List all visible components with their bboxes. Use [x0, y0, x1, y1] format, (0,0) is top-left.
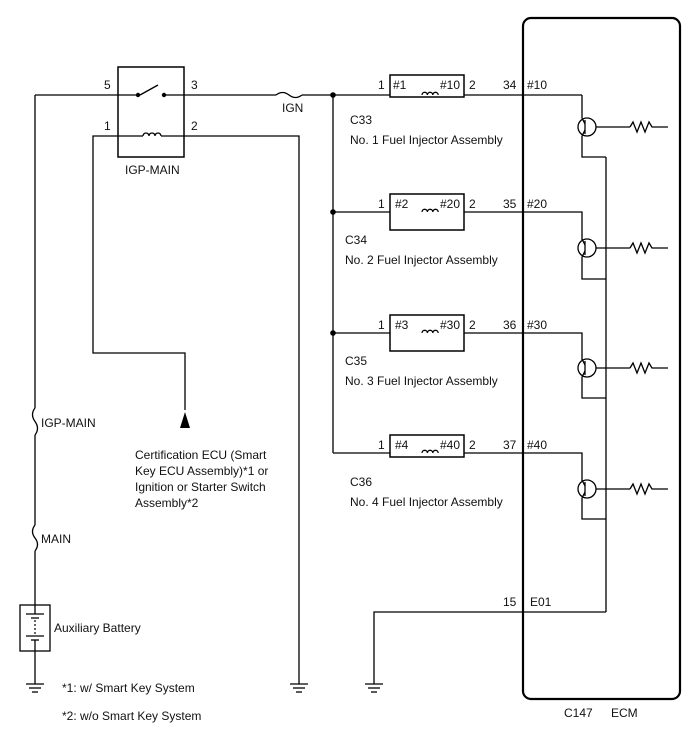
relay-coil-icon: [118, 132, 184, 137]
injector-2-tag-right: #20: [440, 197, 460, 211]
ecm-driver-transistor-2: [577, 238, 668, 280]
injector-1-ecu-terminal: #10: [527, 78, 547, 92]
injector-2-pin-out: 2: [469, 197, 476, 211]
injector-2-connector: C34: [345, 233, 367, 247]
battery-label: Auxiliary Battery: [54, 621, 141, 635]
main-fuse: [31, 524, 39, 552]
injector-3-name: No. 3 Fuel Injector Assembly: [345, 374, 498, 388]
relay-pin-3: 3: [191, 78, 198, 92]
injector-2: [333, 193, 583, 240]
igp-main-relay: [117, 66, 185, 158]
relay-pin-5: 5: [104, 78, 111, 92]
ecm-driver-transistor-3: [577, 358, 668, 399]
injector-2-ecu-terminal: #20: [527, 197, 547, 211]
relay-label: IGP-MAIN: [125, 163, 180, 177]
ign-wire: [184, 91, 390, 453]
injector-1-pin-out: 2: [469, 78, 476, 92]
ecm-ground-pin: 15: [503, 595, 517, 609]
footnote-1: *1: w/ Smart Key System: [62, 681, 195, 695]
injector-2-name: No. 2 Fuel Injector Assembly: [345, 253, 498, 267]
battery-symbol: [19, 604, 51, 652]
injector-2-pin-in: 1: [378, 197, 385, 211]
injector-2-tag-left: #2: [395, 197, 409, 211]
injector-4-ecu-terminal: #40: [527, 438, 547, 452]
injector-1-name: No. 1 Fuel Injector Assembly: [350, 133, 503, 147]
ecm-connector: C147: [564, 706, 593, 720]
injector-1-tag-left: #1: [393, 78, 407, 92]
ecm-driver-transistor-1: [577, 117, 668, 158]
svg-text:Certification ECU (Smart: Certification ECU (Smart: [135, 448, 267, 462]
injector-1-ecu-pin: 34: [503, 78, 517, 92]
injector-3-tag-right: #30: [440, 318, 460, 332]
svg-text:Ignition or Starter Switch: Ignition or Starter Switch: [135, 480, 266, 494]
injector-3-ecu-pin: 36: [503, 318, 517, 332]
footnote-2: *2: w/o Smart Key System: [62, 709, 201, 723]
ground-symbol-battery: [26, 683, 44, 693]
injector-4-pin-in: 1: [378, 438, 385, 452]
injector-3-tag-left: #3: [395, 318, 409, 332]
injector-1: [389, 74, 583, 118]
ecm-box: [521, 16, 682, 701]
injector-4-ecu-pin: 37: [503, 438, 517, 452]
ecm-label: ECM: [611, 706, 638, 720]
ecm-ground-wire: [365, 611, 606, 693]
injector-3-connector: C35: [345, 354, 367, 368]
injector-4-tag-right: #40: [440, 438, 460, 452]
injector-4-pin-out: 2: [469, 438, 476, 452]
svg-text:Assembly*2: Assembly*2: [135, 496, 199, 510]
injector-3-pin-in: 1: [378, 318, 385, 332]
cert-ecu-wire: [92, 135, 190, 428]
injector-4-connector: C36: [350, 475, 372, 489]
injector-4-name: No. 4 Fuel Injector Assembly: [350, 495, 503, 509]
relay-pin-2: 2: [191, 119, 198, 133]
injector-3: [333, 314, 583, 360]
ecm-driver-transistor-4: [577, 479, 668, 520]
ign-fuse-label: IGN: [282, 101, 303, 115]
cert-ecu-label: Certification ECU (Smart Key ECU Assembl…: [135, 448, 268, 510]
svg-text:Key ECU Assembly)*1 or: Key ECU Assembly)*1 or: [135, 464, 268, 478]
injector-3-pin-out: 2: [469, 318, 476, 332]
injector-3-ecu-terminal: #30: [527, 318, 547, 332]
ecm-ground-terminal: E01: [530, 595, 552, 609]
injector-1-pin-in: 1: [378, 78, 385, 92]
injector-1-tag-right: #10: [440, 78, 460, 92]
relay-pin-1: 1: [104, 119, 111, 133]
injector-2-ecu-pin: 35: [503, 197, 517, 211]
main-fuse-label: MAIN: [41, 532, 71, 546]
relay-switch: [118, 84, 184, 98]
relay-ground-wire: [184, 135, 308, 693]
injector-4-tag-left: #4: [395, 438, 409, 452]
injector-4: [333, 434, 583, 481]
supply-wire: [34, 94, 118, 684]
injector-1-connector: C33: [350, 113, 372, 127]
igp-main-fuse: [31, 407, 39, 436]
igp-main-fuse-label: IGP-MAIN: [41, 416, 96, 430]
